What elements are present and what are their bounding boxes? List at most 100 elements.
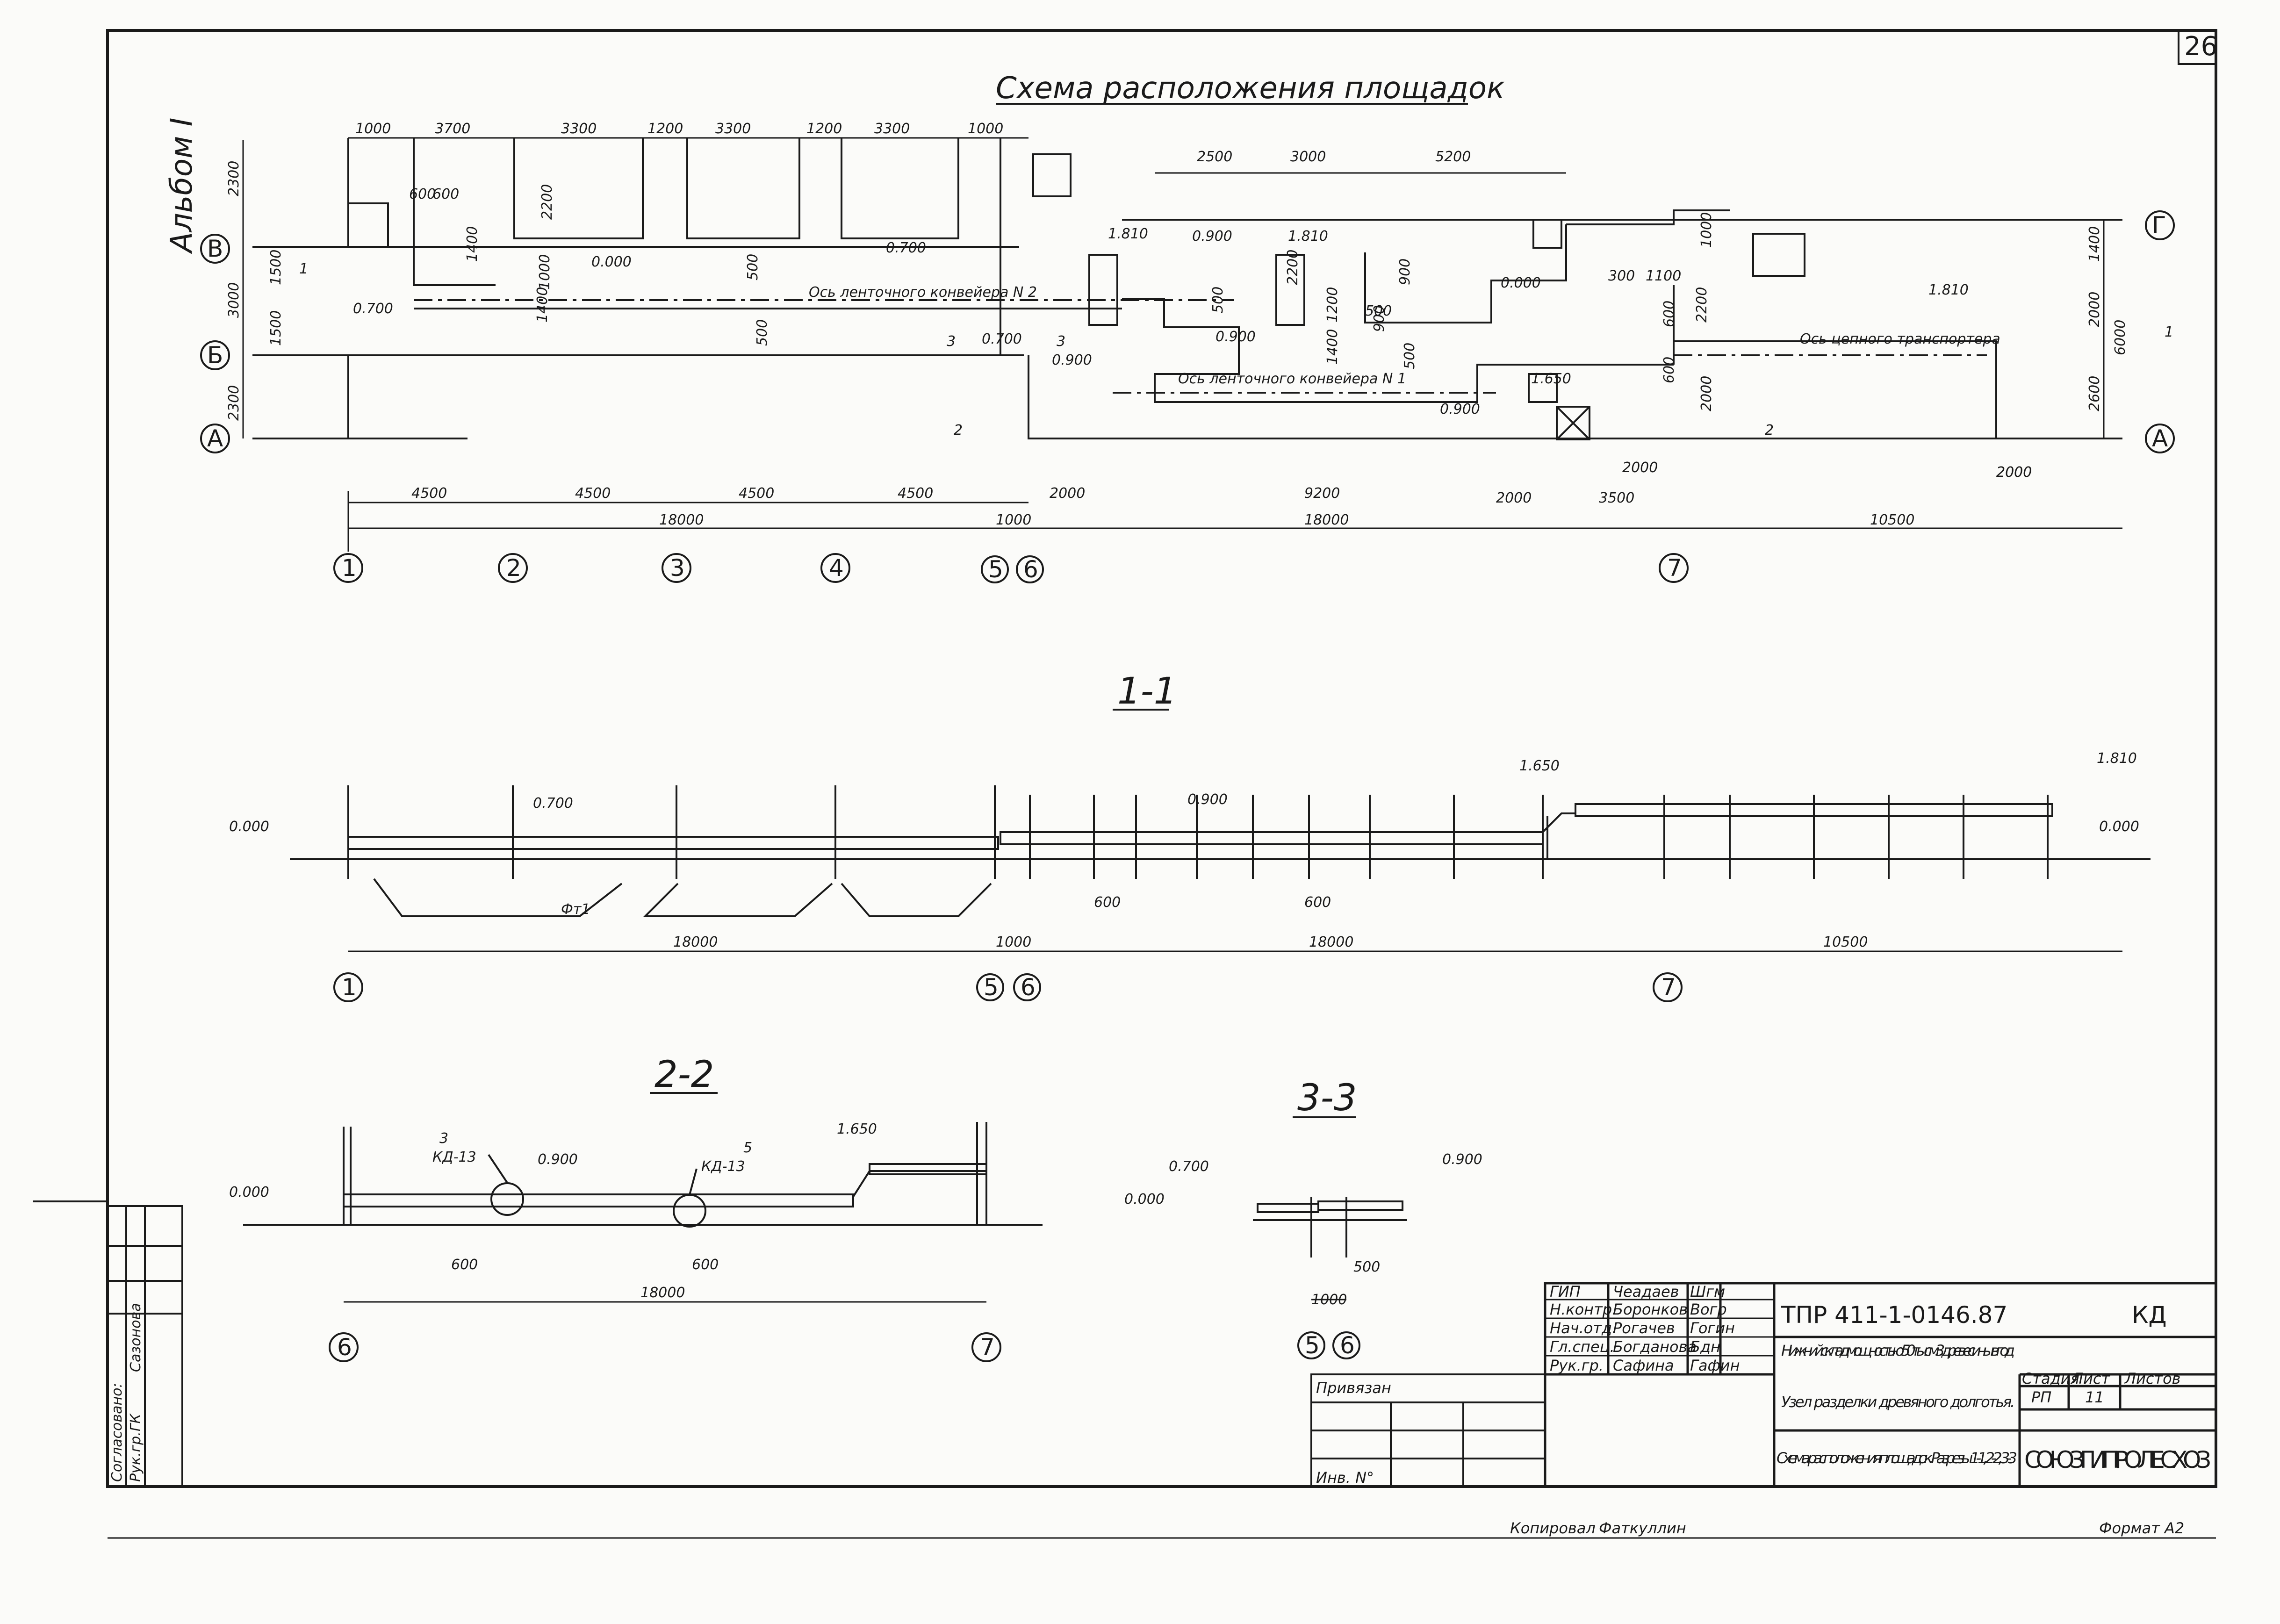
stamp-mark: КД [2132,1301,2167,1329]
svg-text:300: 300 [1608,268,1635,284]
stamp-sheet: 11 [2085,1388,2104,1406]
plan-levels: 0.700 0.700 0.000 0.700 1.810 0.900 1.81… [353,226,1969,417]
section-1-1-structure [290,803,2151,917]
stamp-role-3: Гл.спец. [1550,1338,1615,1356]
plan-inner-dims: 600 600 1400 2200 1400 1000 500 500 2200… [409,184,2032,481]
svg-text:1.810: 1.810 [1288,228,1328,244]
section-1-1-columns [347,785,2049,879]
svg-text:Ось цепного транспортера: Ось цепного транспортера [1800,331,2000,347]
svg-text:1500: 1500 [268,250,284,285]
stamp-name-4: Сафина [1613,1357,1674,1374]
stamp-object: Нижний склад мощностью 50тыс.м3 древесин… [1781,1342,2015,1359]
section-2-2-labels: 0.000 0.900 1.650 3 КД-13 5 КД-13 600 60… [229,1121,1001,1362]
svg-text:1.810: 1.810 [1108,226,1148,242]
svg-text:2300: 2300 [226,385,242,421]
svg-text:6: 6 [1023,556,1038,583]
svg-text:2000: 2000 [1050,485,1085,502]
svg-text:3: 3 [1057,333,1065,350]
stamp-org: СОЮЗГИПРОЛЕСХОЗ [2024,1446,2211,1473]
svg-text:18000: 18000 [1309,934,1353,950]
svg-text:КД-13: КД-13 [432,1149,476,1165]
section-3-3-labels: 0.700 0.000 0.900 500 1000 5 6 [1124,1151,1482,1359]
svg-text:2000: 2000 [1698,376,1715,411]
svg-text:10500: 10500 [1823,934,1868,950]
svg-text:Г: Г [2152,212,2166,239]
svg-text:В: В [207,235,223,262]
svg-text:1: 1 [2165,324,2173,340]
svg-text:Б: Б [207,342,223,369]
svg-text:1.650: 1.650 [837,1121,877,1137]
section-1-1-title: 1-1 [1117,670,1177,712]
svg-text:0.700: 0.700 [353,301,393,317]
svg-text:3300: 3300 [874,121,910,137]
svg-text:3000: 3000 [226,282,242,318]
svg-text:1400: 1400 [464,226,481,262]
svg-text:7: 7 [980,1334,995,1361]
approval-row-1: Рук.гр.ГК [128,1413,144,1482]
svg-text:0.900: 0.900 [538,1151,578,1168]
svg-text:600: 600 [451,1257,478,1273]
section-3-3-structure [1253,1197,1407,1301]
svg-text:1: 1 [342,554,357,582]
binding-label: Привязан [1316,1379,1391,1397]
svg-text:0.700: 0.700 [982,331,1022,347]
svg-text:1: 1 [342,974,357,1001]
svg-text:600: 600 [1094,894,1121,911]
svg-text:1.810: 1.810 [1928,282,1969,298]
svg-text:500: 500 [1365,303,1392,319]
svg-text:10500: 10500 [1870,512,1914,528]
stamp-name-1: Боронков [1613,1301,1688,1318]
svg-text:3: 3 [947,333,956,350]
svg-text:3300: 3300 [561,121,597,137]
svg-text:5: 5 [1305,1332,1320,1359]
plan-structure [252,138,2122,440]
svg-text:0.900: 0.900 [1440,401,1480,417]
svg-text:1000: 1000 [996,512,1031,528]
album-label: Альбом I [165,117,199,254]
svg-text:А: А [207,425,223,452]
section-2-2-structure [243,1122,1043,1303]
svg-text:500: 500 [1402,343,1418,369]
svg-text:600: 600 [432,186,459,202]
approval-block [107,1205,183,1487]
stamp-people [1545,1299,1774,1357]
plan-side-dims: 2300 1500 3000 1500 2300 1400 2000 6000 … [226,161,2129,421]
svg-text:1400: 1400 [534,287,551,323]
svg-text:0.000: 0.000 [1124,1191,1165,1207]
svg-text:18000: 18000 [673,934,718,950]
svg-text:5: 5 [743,1140,752,1156]
stamp-role-4: Рук.гр. [1550,1357,1604,1374]
svg-text:0.000: 0.000 [1501,275,1541,291]
sheet-frame [33,29,2217,1539]
stamp-sign-4: Гафин [1690,1357,1740,1374]
stamp-name-3: Богданова [1613,1338,1697,1356]
svg-text:3700: 3700 [435,121,470,137]
approval-row-2: Сазонова [128,1303,144,1372]
svg-text:2: 2 [1765,422,1774,438]
svg-text:7: 7 [1661,974,1676,1001]
svg-text:2000: 2000 [1996,464,2032,481]
stamp-sheets-hdr: Листов [2124,1370,2181,1387]
stamp-role-0: ГИП [1550,1283,1581,1301]
stamp-name-2: Рогачев [1613,1319,1675,1337]
svg-text:КД-13: КД-13 [701,1158,745,1175]
svg-text:1100: 1100 [1646,268,1681,284]
stamp-name-0: Чеадаев [1613,1283,1679,1301]
svg-text:5: 5 [984,974,999,1001]
svg-text:1200: 1200 [1324,287,1341,323]
svg-text:4500: 4500 [898,485,933,502]
plan-notes: Ось ленточного конвейера N 2 Ось ленточн… [809,284,2000,387]
svg-text:Ось ленточного конвейера N 1: Ось ленточного конвейера N 1 [1178,371,1406,387]
approval-title: Согласовано: [109,1383,125,1482]
svg-text:1200: 1200 [647,121,683,137]
svg-text:2000: 2000 [1622,460,1658,476]
plan-dimension-lines [242,137,2122,529]
svg-text:3000: 3000 [1290,149,1326,165]
svg-text:Фт1: Фт1 [561,901,590,918]
svg-text:2: 2 [506,554,521,582]
svg-text:0.900: 0.900 [1216,329,1256,345]
svg-text:3: 3 [439,1130,448,1147]
section-2-2-title: 2-2 [655,1054,714,1096]
svg-text:600: 600 [1661,357,1677,383]
